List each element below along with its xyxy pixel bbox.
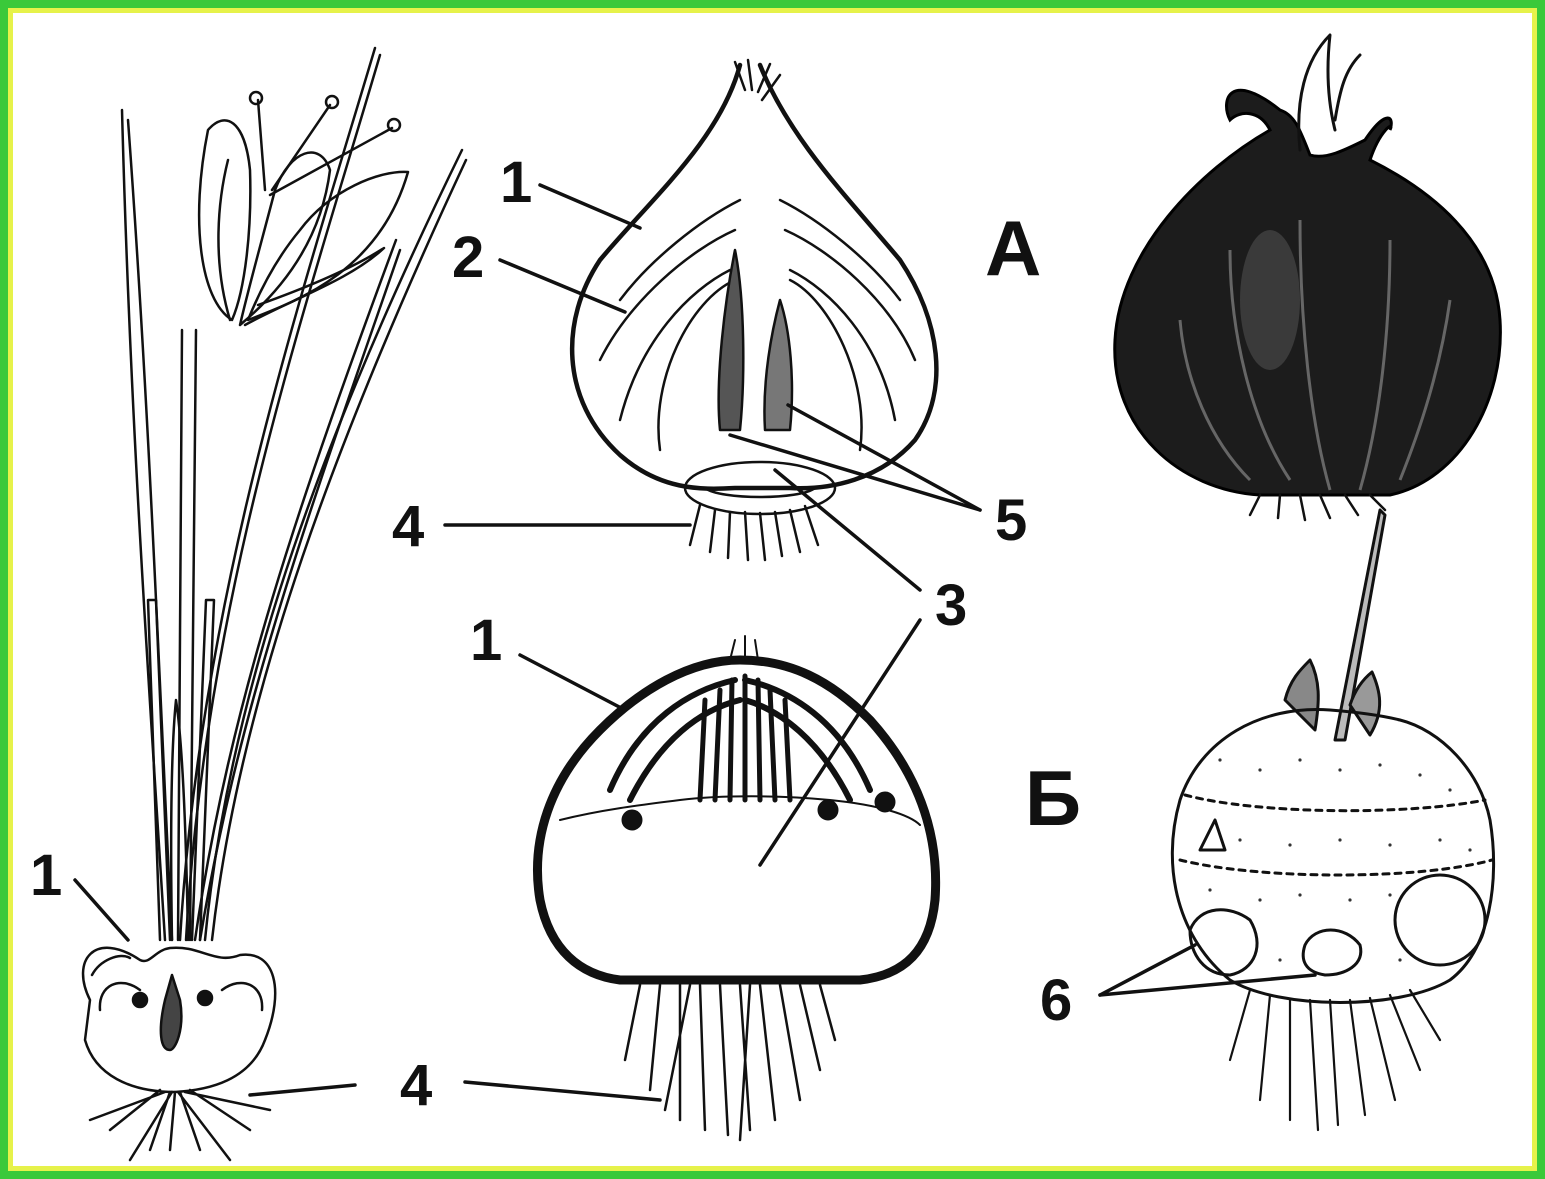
- callout-bulb-a-1: 1: [500, 150, 532, 215]
- callout-corm-b-1: 1: [470, 608, 502, 673]
- section-label-a: А: [985, 204, 1041, 292]
- callout-bulb-a-4: 4: [392, 494, 424, 559]
- corm-cross-section-illustration: [538, 636, 936, 1140]
- callout-labels: 1 4 1 2 4 5 3 1 4 6 А Б: [30, 150, 1081, 1118]
- callout-bulb-a-5: 5: [995, 488, 1027, 553]
- whole-corm-illustration: [1172, 510, 1493, 1130]
- callout-bulb-a-2: 2: [452, 225, 484, 290]
- callout-shared-3: 3: [935, 573, 967, 638]
- onion-cross-section-illustration: [572, 60, 936, 560]
- whole-onion-illustration: [1115, 35, 1501, 520]
- callout-crocus-1: 1: [30, 843, 62, 908]
- section-label-b: Б: [1025, 754, 1081, 842]
- callout-corm-b-6: 6: [1040, 968, 1072, 1033]
- callout-crocus-4: 4: [400, 1053, 432, 1118]
- crocus-plant-illustration: [83, 48, 466, 1160]
